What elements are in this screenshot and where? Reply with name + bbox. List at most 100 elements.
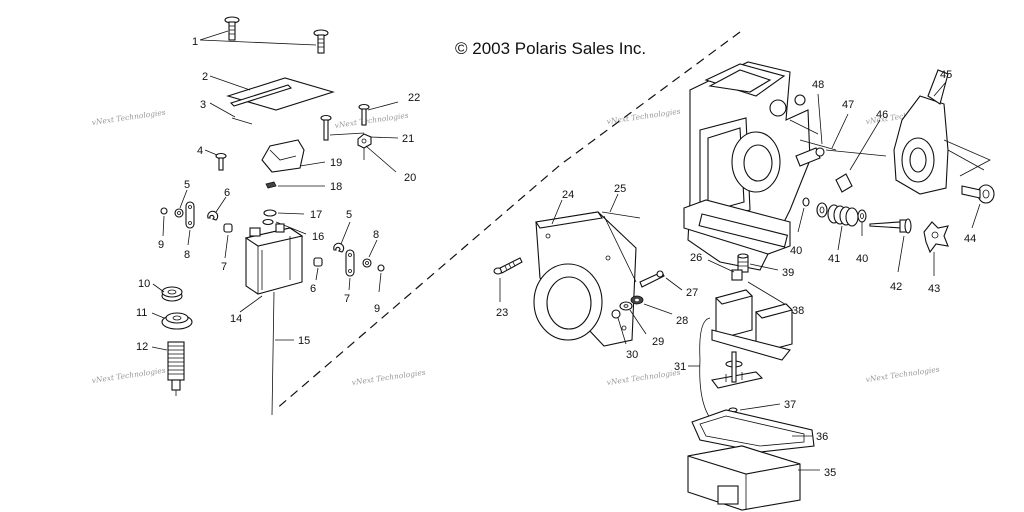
clip-part: [265, 181, 277, 189]
float-assembly-part: [711, 289, 794, 389]
bushing-part: [313, 257, 323, 267]
callout-number: 40: [790, 245, 802, 257]
link-part: [185, 201, 195, 229]
callout-number: 24: [562, 189, 574, 201]
ring-part: [262, 218, 274, 226]
watermark: vNext Technologies: [91, 366, 166, 385]
screw-part: [961, 184, 995, 204]
screw-part: [493, 257, 523, 275]
callout-number: 8: [184, 249, 190, 261]
callout-number: 44: [964, 233, 976, 245]
leader-line: [224, 234, 229, 259]
needle-screw-part: [869, 218, 912, 234]
washer-part: [362, 258, 372, 268]
callout-number: 5: [346, 209, 352, 221]
leader-line: [179, 189, 188, 209]
callout-number: 14: [230, 313, 242, 325]
plate-part: [229, 84, 293, 107]
bracket-detail: [261, 149, 297, 173]
float-bowl-part: [687, 445, 801, 511]
leader-line: [365, 145, 397, 173]
callout-number: 12: [136, 341, 148, 353]
washer-part: [816, 202, 828, 218]
jet-part: [731, 269, 743, 281]
callout-number: 45: [940, 69, 952, 81]
slide-block-part: [244, 223, 304, 295]
jet-part: [737, 253, 749, 273]
callout-number: 2: [202, 71, 208, 83]
leader-line: [551, 199, 563, 225]
needle-part: [271, 291, 275, 416]
link-part: [345, 249, 355, 277]
callout-labels: 1 2 3 4 5 6 7 8 9 10 11 12 14 15 16 17 1…: [136, 36, 976, 479]
leader-line: [825, 113, 887, 157]
leader-line: [215, 196, 227, 213]
bracket-brace: [699, 317, 711, 419]
callout-number: 47: [842, 99, 854, 111]
callout-number: 9: [158, 239, 164, 251]
callout-number: 46: [876, 109, 888, 121]
callout-number: 31: [674, 361, 686, 373]
callout-number: 23: [496, 307, 508, 319]
leader-line: [340, 221, 351, 245]
pin-part: [377, 264, 385, 272]
gasket-part: [691, 409, 815, 453]
callout-number: 7: [344, 293, 350, 305]
leader-line: [665, 277, 683, 291]
watermark: vNext Technologies: [91, 108, 166, 127]
watermark: vNext Technologies: [606, 368, 681, 387]
washer-part: [161, 312, 193, 330]
leader-line: [609, 193, 619, 213]
callout-number: 37: [784, 399, 796, 411]
watermark: vNext Technologies: [865, 365, 940, 384]
watermark: vNext Technologies: [351, 368, 426, 387]
leader-line: [329, 101, 399, 160]
callout-number: 43: [928, 283, 940, 295]
callout-number: 10: [138, 278, 150, 290]
clip-ring-part: [207, 210, 219, 221]
watermark: vNext Technologies: [334, 111, 409, 130]
clip-ring-part: [333, 242, 345, 253]
leader-line: [739, 403, 781, 411]
leader-line: [199, 30, 317, 46]
screw-part: [320, 114, 332, 141]
knob-part: [923, 221, 949, 254]
leader-line: [348, 277, 351, 291]
o-ring-part: [611, 309, 621, 319]
leader-line: [933, 81, 947, 97]
leader-line: [204, 149, 218, 156]
adjuster-screw-part: [795, 147, 825, 167]
callout-number: 18: [330, 181, 342, 193]
assembly-dashed-line: [274, 31, 741, 411]
plug-part: [835, 173, 853, 193]
callout-number: 39: [782, 267, 794, 279]
callout-number: 30: [626, 349, 638, 361]
leader-line: [151, 312, 165, 319]
callout-number: 15: [298, 335, 310, 347]
callout-number: 6: [224, 187, 230, 199]
callout-number: 3: [200, 99, 206, 111]
callout-number: 17: [310, 209, 322, 221]
leader-line: [187, 229, 191, 246]
leader-line: [151, 346, 168, 351]
callout-number: 4: [197, 145, 203, 157]
leader-line: [368, 239, 378, 258]
nut-part: [161, 286, 183, 302]
leader-line: [209, 75, 251, 118]
leader-line: [299, 161, 326, 167]
callout-number: 38: [792, 305, 804, 317]
callout-number: 42: [890, 281, 902, 293]
callout-number: 48: [812, 79, 824, 91]
leader-line: [152, 283, 165, 293]
callout-number: 26: [690, 252, 702, 264]
callout-number: 29: [652, 336, 664, 348]
callout-number: 11: [136, 307, 147, 319]
nut-part: [357, 133, 372, 149]
leader-line: [378, 272, 382, 293]
bushing-part: [223, 223, 233, 233]
throttle-housing-part: [893, 69, 991, 195]
screw-part: [313, 29, 329, 54]
callout-number: 5: [184, 179, 190, 191]
plate-part: [226, 77, 335, 111]
